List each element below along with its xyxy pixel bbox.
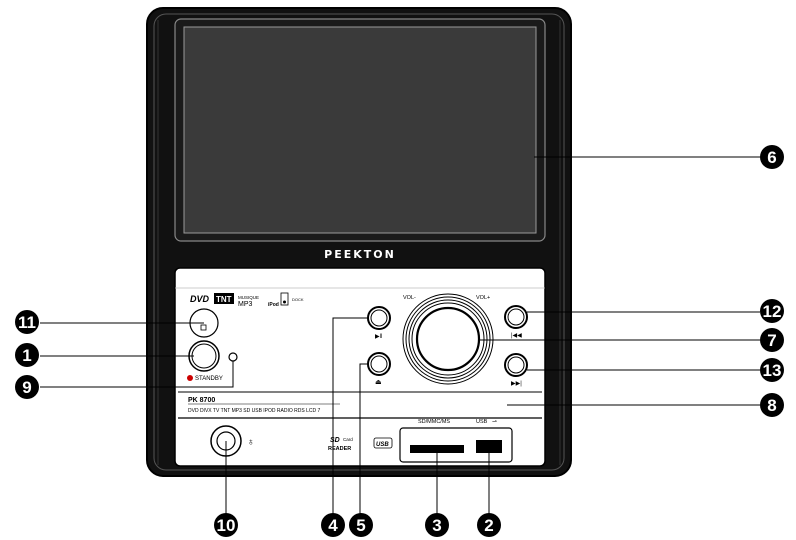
- callout-10-label: 10: [217, 516, 236, 535]
- ipod-logo: iPod: [268, 302, 279, 308]
- sd-card-slot[interactable]: [410, 445, 464, 453]
- model-label: PK 8700: [188, 397, 215, 404]
- leader-line-4: [332, 317, 368, 520]
- usb-slot-label: USB: [476, 419, 488, 425]
- ipod-icon: [280, 292, 289, 306]
- callout-10: 10: [214, 513, 238, 537]
- callout-13: 13: [760, 358, 784, 382]
- standby-label: STANDBY: [195, 376, 223, 382]
- callout-11: 11: [15, 310, 39, 334]
- callout-6: 6: [760, 145, 784, 169]
- vol-minus-label: VOL-: [403, 295, 416, 301]
- lcd-screen: [174, 18, 546, 242]
- musique-logo: MUSIQUE: [238, 295, 259, 300]
- leader-lines: [40, 156, 760, 520]
- callout-4: 4: [321, 513, 345, 537]
- callout-3-label: 3: [432, 516, 441, 535]
- callout-8: 8: [760, 393, 784, 417]
- play-pause-button[interactable]: [367, 306, 391, 330]
- callout-1: 1: [15, 343, 39, 367]
- card-logo: Card: [343, 437, 353, 442]
- standby-button[interactable]: [188, 340, 220, 372]
- leader-line-5: [359, 363, 368, 520]
- callout-3: 3: [425, 513, 449, 537]
- standby-icon: [187, 375, 193, 381]
- dvd-logo: DVD: [190, 294, 210, 304]
- callout-1-label: 1: [22, 346, 31, 365]
- usb-logo: USB: [376, 442, 389, 448]
- brand-logo: PEEKTON: [324, 248, 396, 261]
- callout-5: 5: [349, 513, 373, 537]
- callout-9-label: 9: [22, 378, 31, 397]
- leader-line-9: [40, 361, 234, 388]
- callout-12: 12: [760, 299, 784, 323]
- next-button[interactable]: [504, 353, 528, 377]
- features-line: DVD DIVX TV TNT MP3 SD USB IPOD RADIO RD…: [188, 408, 320, 414]
- format-logos: DVD TNT MUSIQUE MP3 iPod DOCK: [190, 292, 304, 308]
- usb-port[interactable]: [476, 440, 502, 453]
- previous-button[interactable]: [504, 305, 528, 329]
- callout-12-label: 12: [763, 302, 782, 321]
- sd-slot-label: SD/MMC/MS: [418, 419, 450, 425]
- tnt-logo: TNT: [216, 295, 232, 304]
- callout-13-label: 13: [763, 361, 782, 380]
- sd-logo: SD: [330, 437, 340, 444]
- callout-5-label: 5: [356, 516, 365, 535]
- callout-8-label: 8: [767, 396, 776, 415]
- mp3-logo: MP3: [238, 301, 253, 308]
- usb-symbol-icon: ⇀: [492, 419, 497, 425]
- eject-icon: ⏏: [375, 379, 382, 386]
- dock-logo: DOCK: [292, 297, 304, 302]
- callout-6-label: 6: [767, 148, 776, 167]
- play-pause-icon: ▶ll: [375, 334, 382, 340]
- vol-plus-label: VOL+: [476, 295, 490, 301]
- previous-icon: |◀◀: [511, 333, 522, 339]
- eject-button[interactable]: [367, 352, 391, 376]
- callout-4-label: 4: [328, 516, 338, 535]
- callout-11-label: 11: [18, 313, 36, 332]
- callout-7-label: 7: [767, 331, 776, 350]
- indicator-led: [228, 352, 238, 362]
- callout-9: 9: [15, 375, 39, 399]
- reader-logo: READER: [328, 446, 351, 452]
- headphone-icon: ♁: [247, 437, 255, 448]
- callout-7: 7: [760, 328, 784, 352]
- callout-2-label: 2: [484, 516, 493, 535]
- callout-2: 2: [477, 513, 501, 537]
- volume-knob[interactable]: [402, 293, 494, 385]
- next-icon: ▶▶|: [511, 381, 522, 387]
